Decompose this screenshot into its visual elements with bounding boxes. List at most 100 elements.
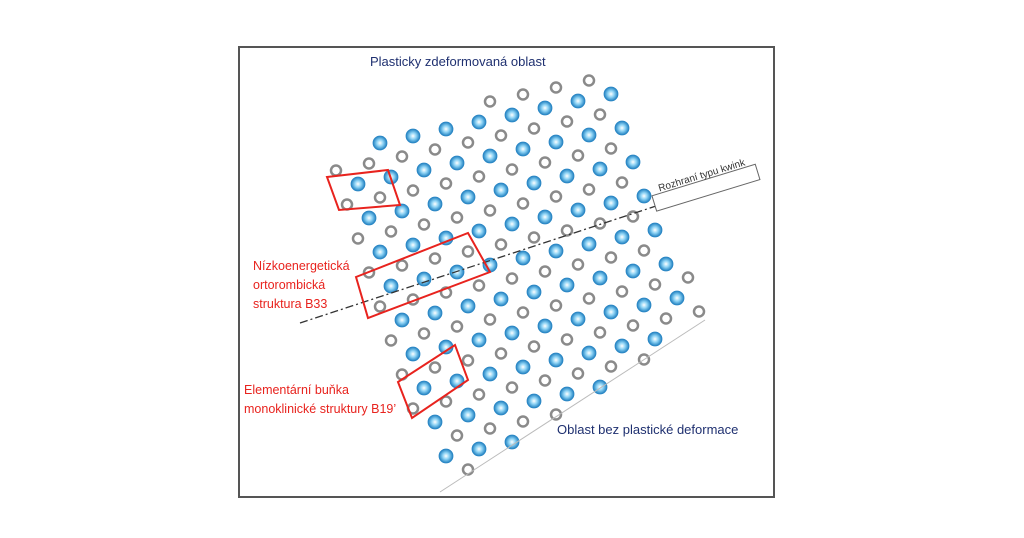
blue-atom [504,107,520,123]
grey-atom [461,136,475,149]
grey-atom [483,313,497,326]
grey-atom [615,176,629,189]
blue-atom [614,229,630,245]
blue-atom [427,196,443,212]
blue-atom [581,236,597,252]
blue-atom [570,311,586,327]
grey-atom [538,156,552,169]
grey-atom [516,197,530,210]
grey-atom [516,415,530,428]
grey-atom [593,108,607,121]
blue-atom [504,434,520,450]
grey-atom [428,143,442,156]
grey-atom [582,183,596,196]
blue-atom [493,400,509,416]
blue-atom [614,338,630,354]
grey-atom [593,326,607,339]
blue-atom [570,93,586,109]
blue-atom [526,175,542,191]
bottom-region-title: Oblast bez plastické deformace [557,422,739,437]
b33-label-line: Nízkoenergetická [253,259,350,273]
blue-atom [559,277,575,293]
blue-atom [625,263,641,279]
grey-atom [494,129,508,142]
blue-atom [559,168,575,184]
grey-atom [549,408,563,421]
grey-atom [417,218,431,231]
grey-atom [637,244,651,257]
blue-atom [427,414,443,430]
grey-atom [582,292,596,305]
grey-atom [571,367,585,380]
grey-atom [373,191,387,204]
blue-atom [471,441,487,457]
blue-atom [570,202,586,218]
grey-atom [516,306,530,319]
blue-atom [669,290,685,306]
top-region-title: Plasticky zdeformovaná oblast [370,54,546,69]
blue-atom [548,134,564,150]
grey-atom [604,251,618,264]
blue-atom [526,284,542,300]
grey-atom [549,299,563,312]
blue-atom [515,250,531,266]
blue-atom [471,114,487,130]
kwink-interface-line [299,184,721,324]
grey-atom [472,388,486,401]
grey-atom [428,252,442,265]
grey-atom [483,204,497,217]
grey-atom [461,245,475,258]
grey-atom [681,271,695,284]
blue-atom [471,332,487,348]
blue-atom [636,188,652,204]
blue-atom [537,100,553,116]
grey-atom [527,340,541,353]
grey-atom [560,224,574,237]
blue-atom [449,155,465,171]
grey-atom [417,327,431,340]
grey-atom [461,354,475,367]
cell-box-b19 [396,343,470,420]
grey-atom [428,361,442,374]
blue-atom [504,325,520,341]
blue-atom [460,407,476,423]
grey-atom [439,395,453,408]
blue-atom [537,318,553,334]
grey-atom [626,319,640,332]
b19-label-line: monoklinické struktury B19’ [244,402,397,416]
grey-atom [604,142,618,155]
blue-atom [405,237,421,253]
cell-box-b33 [354,231,492,320]
grey-atom [538,374,552,387]
blue-atom [405,128,421,144]
grey-atom [659,312,673,325]
cell-box-top [325,168,402,212]
grey-atom [395,150,409,163]
grey-atom [560,115,574,128]
interface-label-box [651,163,761,212]
grey-atom [527,122,541,135]
blue-atom [592,161,608,177]
undeformed-boundary-line [439,319,706,493]
blue-atom [438,448,454,464]
grey-atom [648,278,662,291]
grey-atom [571,258,585,271]
grey-atom [450,211,464,224]
b33-label-line: ortorombická [253,278,326,292]
blue-atom [559,386,575,402]
blue-atom [658,256,674,272]
blue-atom [372,244,388,260]
grey-atom [340,198,354,211]
grey-atom [571,149,585,162]
blue-atom [460,298,476,314]
blue-atom [394,312,410,328]
grey-atom [549,190,563,203]
blue-atom [482,366,498,382]
blue-atom [482,148,498,164]
blue-atom [581,127,597,143]
grey-atom [494,347,508,360]
blue-atom [383,278,399,294]
blue-atom [493,182,509,198]
grey-atom [406,184,420,197]
